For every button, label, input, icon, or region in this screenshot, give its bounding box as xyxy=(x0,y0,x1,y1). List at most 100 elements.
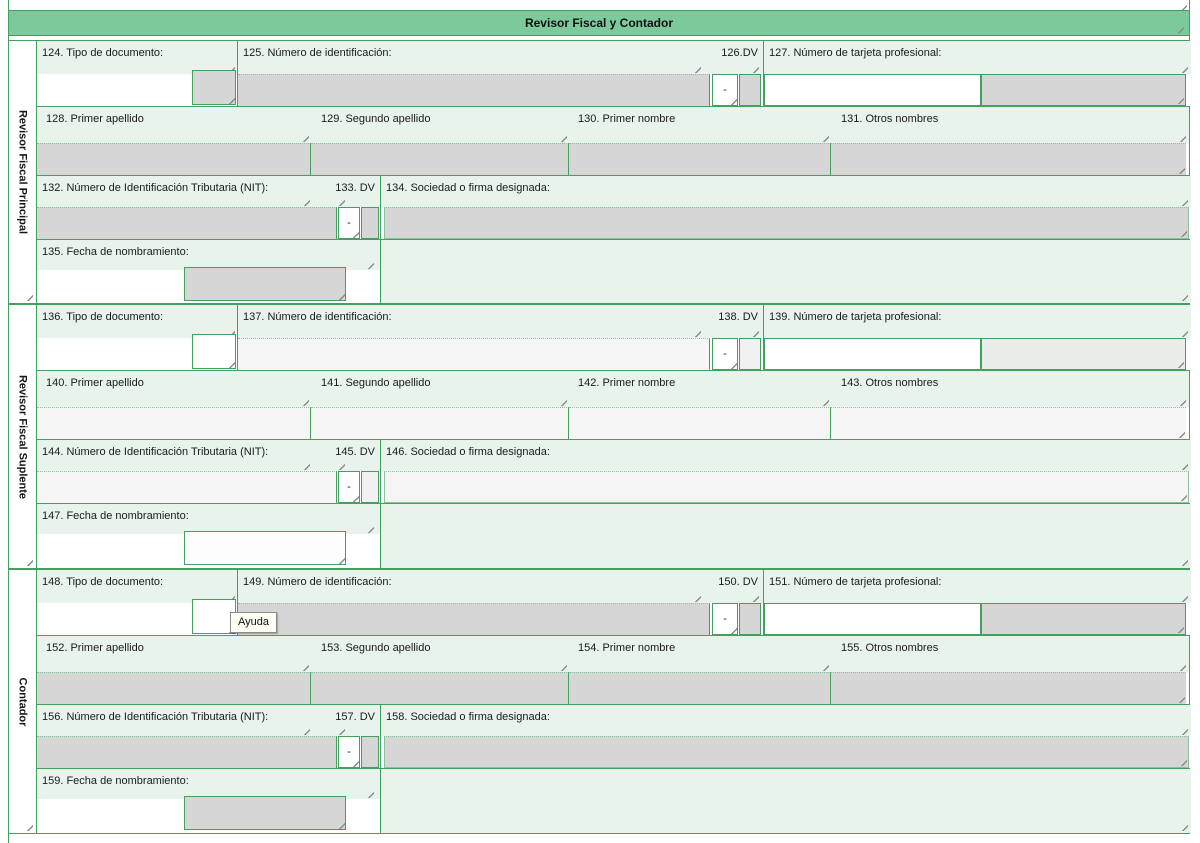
resize-grip-icon[interactable] xyxy=(1179,64,1188,73)
resize-grip-icon[interactable] xyxy=(750,328,759,337)
resize-grip-icon[interactable] xyxy=(1176,694,1185,703)
input-149-numero-identificacion[interactable] xyxy=(238,603,710,635)
resize-grip-icon[interactable] xyxy=(1175,95,1184,104)
resize-grip-icon[interactable] xyxy=(300,662,309,671)
input-139-tarjeta-profesional-right[interactable] xyxy=(981,338,1186,370)
resize-grip-icon[interactable] xyxy=(300,397,309,406)
resize-grip-icon[interactable] xyxy=(820,662,829,671)
resize-grip-icon[interactable] xyxy=(692,64,701,73)
input-138-dv-separator[interactable]: - xyxy=(712,338,738,370)
resize-grip-icon[interactable] xyxy=(301,726,310,735)
resize-grip-icon[interactable] xyxy=(1179,822,1188,831)
resize-grip-icon[interactable] xyxy=(1176,429,1185,438)
resize-grip-icon[interactable] xyxy=(728,96,737,105)
resize-grip-icon[interactable] xyxy=(1176,165,1185,174)
input-138-dv[interactable] xyxy=(739,338,761,370)
input-133-dv-separator[interactable]: - xyxy=(338,207,360,239)
resize-grip-icon[interactable] xyxy=(226,328,235,337)
input-157-dv[interactable] xyxy=(361,736,379,768)
resize-grip-icon[interactable] xyxy=(558,397,567,406)
resize-grip-icon[interactable] xyxy=(692,328,701,337)
resize-grip-icon[interactable] xyxy=(1178,492,1187,501)
resize-grip-icon[interactable] xyxy=(300,133,309,142)
input-141-segundo-apellido[interactable] xyxy=(311,407,569,439)
input-143-otros-nombres[interactable] xyxy=(831,407,1186,439)
resize-grip-icon[interactable] xyxy=(1178,757,1187,766)
resize-grip-icon[interactable] xyxy=(365,260,374,269)
input-127-tarjeta-profesional-right[interactable] xyxy=(981,74,1186,106)
resize-grip-icon[interactable] xyxy=(750,64,759,73)
resize-grip-icon[interactable] xyxy=(1179,726,1188,735)
input-131-otros-nombres[interactable] xyxy=(831,143,1186,175)
input-145-dv[interactable] xyxy=(361,471,379,503)
resize-grip-icon[interactable] xyxy=(336,726,345,735)
input-156-nit[interactable] xyxy=(37,736,337,768)
resize-grip-icon[interactable] xyxy=(226,593,235,602)
input-142-primer-nombre[interactable] xyxy=(569,407,831,439)
resize-grip-icon[interactable] xyxy=(1179,593,1188,602)
input-135-fecha-nombramiento[interactable] xyxy=(184,267,346,301)
input-150-dv[interactable] xyxy=(739,603,761,635)
input-147-fecha-nombramiento[interactable] xyxy=(184,531,346,565)
input-153-segundo-apellido[interactable] xyxy=(311,672,569,704)
input-158-sociedad-firma[interactable] xyxy=(384,736,1189,768)
input-137-numero-identificacion[interactable] xyxy=(238,338,710,370)
resize-grip-icon[interactable] xyxy=(1179,461,1188,470)
resize-grip-icon[interactable] xyxy=(24,557,33,566)
resize-grip-icon[interactable] xyxy=(336,555,345,564)
input-151-tarjeta-profesional-right[interactable] xyxy=(981,603,1186,635)
input-146-sociedad-firma[interactable] xyxy=(384,471,1189,503)
resize-grip-icon[interactable] xyxy=(558,133,567,142)
resize-grip-icon[interactable] xyxy=(1178,228,1187,237)
input-159-fecha-nombramiento[interactable] xyxy=(184,796,346,830)
resize-grip-icon[interactable] xyxy=(1177,397,1186,406)
resize-grip-icon[interactable] xyxy=(1177,662,1186,671)
resize-grip-icon[interactable] xyxy=(1179,197,1188,206)
resize-grip-icon[interactable] xyxy=(336,820,345,829)
resize-grip-icon[interactable] xyxy=(820,397,829,406)
input-155-otros-nombres[interactable] xyxy=(831,672,1186,704)
resize-grip-icon[interactable] xyxy=(301,461,310,470)
resize-grip-icon[interactable] xyxy=(1175,624,1184,633)
input-151-tarjeta-profesional[interactable] xyxy=(764,603,981,635)
input-144-nit[interactable] xyxy=(37,471,337,503)
resize-grip-icon[interactable] xyxy=(1179,292,1188,301)
resize-grip-icon[interactable] xyxy=(558,662,567,671)
resize-grip-icon[interactable] xyxy=(336,291,345,300)
input-132-nit[interactable] xyxy=(37,207,337,239)
input-128-primer-apellido[interactable] xyxy=(37,143,311,175)
input-127-tarjeta-profesional[interactable] xyxy=(764,74,981,106)
resize-grip-icon[interactable] xyxy=(750,593,759,602)
resize-grip-icon[interactable] xyxy=(226,64,235,73)
input-126-dv-separator[interactable]: - xyxy=(712,74,738,106)
input-152-primer-apellido[interactable] xyxy=(37,672,311,704)
resize-grip-icon[interactable] xyxy=(692,593,701,602)
resize-grip-icon[interactable] xyxy=(365,789,374,798)
resize-grip-icon[interactable] xyxy=(226,359,235,368)
resize-grip-icon[interactable] xyxy=(1175,359,1184,368)
input-136-tipo-documento[interactable] xyxy=(192,334,236,369)
resize-grip-icon[interactable] xyxy=(24,822,33,831)
input-125-numero-identificacion[interactable] xyxy=(238,74,710,106)
resize-grip-icon[interactable] xyxy=(728,360,737,369)
resize-grip-icon[interactable] xyxy=(301,197,310,206)
resize-grip-icon[interactable] xyxy=(226,95,235,104)
resize-grip-icon[interactable] xyxy=(24,292,33,301)
resize-grip-icon[interactable] xyxy=(1178,2,1187,11)
input-130-primer-nombre[interactable] xyxy=(569,143,831,175)
resize-grip-icon[interactable] xyxy=(820,133,829,142)
resize-grip-icon[interactable] xyxy=(350,229,359,238)
resize-grip-icon[interactable] xyxy=(365,524,374,533)
input-140-primer-apellido[interactable] xyxy=(37,407,311,439)
resize-grip-icon[interactable] xyxy=(728,625,737,634)
input-133-dv[interactable] xyxy=(361,207,379,239)
resize-grip-icon[interactable] xyxy=(336,197,345,206)
resize-grip-icon[interactable] xyxy=(1175,24,1184,33)
input-154-primer-nombre[interactable] xyxy=(569,672,831,704)
resize-grip-icon[interactable] xyxy=(1179,328,1188,337)
input-124-tipo-documento[interactable] xyxy=(192,70,236,105)
resize-grip-icon[interactable] xyxy=(350,493,359,502)
input-150-dv-separator[interactable]: - xyxy=(712,603,738,635)
input-139-tarjeta-profesional[interactable] xyxy=(764,338,981,370)
resize-grip-icon[interactable] xyxy=(1177,133,1186,142)
